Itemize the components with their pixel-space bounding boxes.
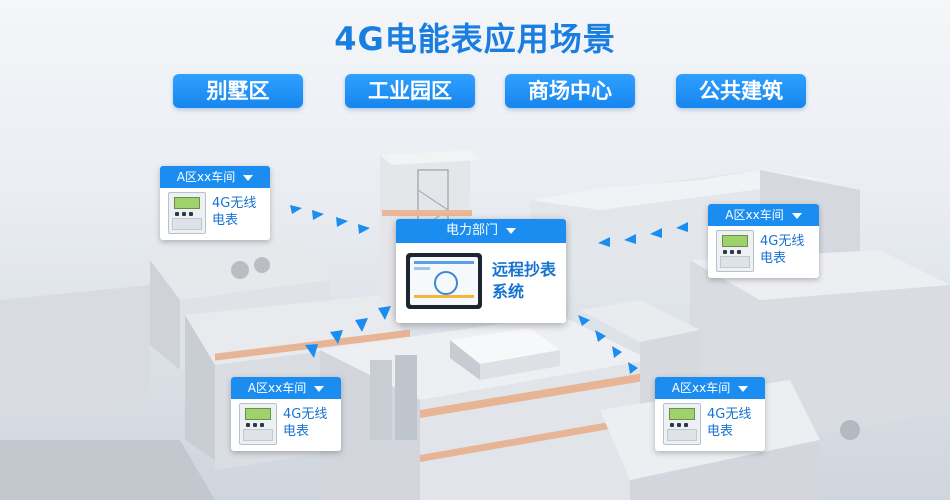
card-header-label: A区xx车间 <box>725 208 784 222</box>
meter-card-top-right[interactable]: A区xx车间 4G无线 电表 <box>708 204 819 278</box>
caret-down-icon <box>791 212 802 219</box>
card-header-label: A区xx车间 <box>247 381 307 395</box>
electric-meter-icon <box>168 192 206 234</box>
power-department-card[interactable]: 电力部门 远程抄表 系统 <box>396 219 566 323</box>
caret-down-icon <box>314 385 325 392</box>
card-body: 4G无线 电表 <box>708 226 819 276</box>
card-header-label: 电力部门 <box>445 223 498 238</box>
scenario-tabs: 别墅区 工业园区 商场中心 公共建筑 <box>0 74 950 110</box>
tab-public-building[interactable]: 公共建筑 <box>676 74 806 108</box>
card-header[interactable]: A区xx车间 <box>160 166 270 188</box>
tablet-dashboard-icon <box>406 253 482 309</box>
meter-card-top-left[interactable]: A区xx车间 4G无线 电表 <box>160 166 270 240</box>
electric-meter-icon <box>663 403 701 445</box>
card-text: 4G无线 电表 <box>283 407 328 439</box>
tab-villa[interactable]: 别墅区 <box>173 74 303 108</box>
card-text: 4G无线 电表 <box>707 407 752 439</box>
card-body: 4G无线 电表 <box>231 399 341 449</box>
meter-card-bottom-right[interactable]: A区xx车间 4G无线 电表 <box>655 377 765 451</box>
page-title: 4G电能表应用场景 <box>334 20 616 58</box>
card-header-label: A区xx车间 <box>671 381 731 395</box>
electric-meter-icon <box>239 403 277 445</box>
electric-meter-icon <box>716 230 754 272</box>
meter-card-bottom-left[interactable]: A区xx车间 4G无线 电表 <box>231 377 341 451</box>
signal-arrow-icon <box>290 205 688 374</box>
card-header[interactable]: A区xx车间 <box>708 204 819 226</box>
card-text: 4G无线 电表 <box>760 234 805 266</box>
card-header-label: A区xx车间 <box>176 170 236 184</box>
card-header[interactable]: 电力部门 <box>396 219 566 243</box>
caret-down-icon <box>738 385 749 392</box>
card-text: 4G无线 电表 <box>212 196 257 228</box>
caret-down-icon <box>243 174 254 181</box>
caret-down-icon <box>506 227 516 234</box>
tab-industrial-park[interactable]: 工业园区 <box>345 74 475 108</box>
card-body: 4G无线 电表 <box>160 188 270 238</box>
card-body: 4G无线 电表 <box>655 399 765 449</box>
card-header[interactable]: A区xx车间 <box>231 377 341 399</box>
tab-mall[interactable]: 商场中心 <box>505 74 635 108</box>
card-header[interactable]: A区xx车间 <box>655 377 765 399</box>
system-label: 远程抄表 系统 <box>492 260 557 301</box>
